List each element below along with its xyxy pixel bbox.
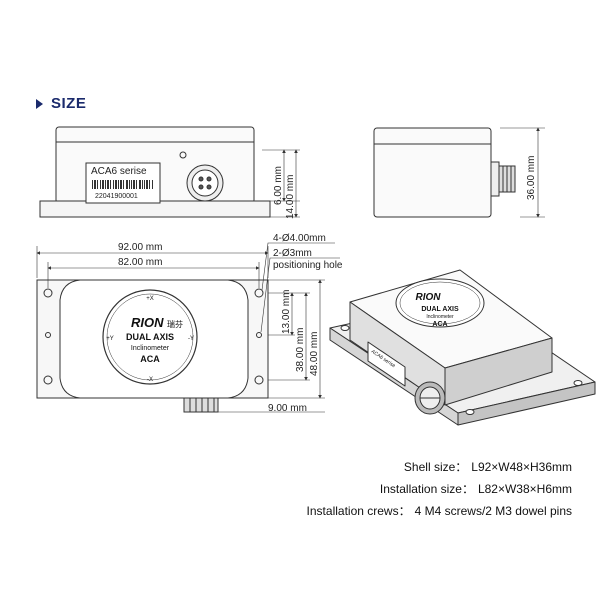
dim-48mm: 48.00 mm bbox=[309, 332, 320, 376]
top-logo-line3: ACA bbox=[140, 354, 160, 364]
spec-row: Installation crews：4 M4 screws/2 M3 dowe… bbox=[303, 500, 572, 522]
axis-plus-y: +Y bbox=[106, 336, 114, 342]
specs-list: Shell size：L92×W48×H36mm Installation si… bbox=[303, 456, 572, 522]
barcode bbox=[92, 180, 153, 189]
section-heading: SIZE bbox=[36, 95, 86, 112]
axis-plus-x: +X bbox=[146, 296, 154, 302]
persp-logo-line2: Inclinometer bbox=[426, 314, 454, 320]
section-title: SIZE bbox=[51, 95, 87, 112]
persp-logo-line1: DUAL AXIS bbox=[421, 306, 459, 313]
persp-logo-brand: RION bbox=[416, 292, 442, 303]
axis-minus-x: -X bbox=[147, 377, 153, 383]
side-view bbox=[373, 127, 545, 218]
axis-minus-y: -Y bbox=[188, 336, 194, 342]
front-view bbox=[39, 126, 300, 218]
spec-row: Installation size：L82×W38×H6mm bbox=[303, 478, 572, 500]
top-logo-cn: 瑞芬 bbox=[167, 319, 183, 329]
top-logo-brand: RION bbox=[131, 315, 164, 330]
spec-value: 4 M4 screws/2 M3 dowel pins bbox=[414, 504, 572, 518]
front-label-text: ACA6 serise bbox=[91, 166, 147, 177]
spec-value: L92×W48×H36mm bbox=[471, 460, 572, 474]
dim-13mm: 13.00 mm bbox=[281, 290, 292, 334]
dim-38mm: 38.00 mm bbox=[295, 328, 306, 372]
dim-pins: 2-Ø3mm bbox=[273, 248, 312, 259]
spec-row: Shell size：L92×W48×H36mm bbox=[303, 456, 572, 478]
dim-82mm: 82.00 mm bbox=[118, 257, 162, 268]
dim-36mm: 36.00 mm bbox=[526, 156, 537, 200]
top-logo-line2: Inclinometer bbox=[131, 345, 170, 352]
perspective-view bbox=[329, 269, 596, 426]
dim-6mm: 6.00 mm bbox=[273, 166, 284, 205]
dim-holes: 4-Ø4.00mm bbox=[273, 233, 326, 244]
top-view bbox=[36, 242, 340, 413]
persp-logo-line3: ACA bbox=[432, 321, 447, 328]
triangle-bullet-icon bbox=[36, 98, 43, 109]
dim-92mm: 92.00 mm bbox=[118, 242, 162, 253]
dim-14mm: 14.00 mm bbox=[285, 175, 296, 219]
dim-pins-note: positioning hole bbox=[273, 260, 343, 271]
dim-9mm: 9.00 mm bbox=[268, 403, 307, 414]
spec-label: Installation size： bbox=[379, 482, 474, 496]
spec-value: L82×W38×H6mm bbox=[477, 482, 572, 496]
top-logo-line1: DUAL AXIS bbox=[126, 332, 174, 342]
spec-label: Installation crews： bbox=[306, 504, 411, 518]
spec-label: Shell size： bbox=[403, 460, 468, 474]
front-serial: 22041900001 bbox=[95, 193, 138, 200]
